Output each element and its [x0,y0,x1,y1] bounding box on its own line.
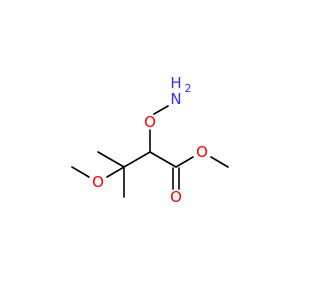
atom-nitrogen-h-count: 2 [185,82,192,95]
bond-n-o [153,105,169,115]
atom-oxygen-methoxy-label: O [92,173,104,191]
bond-o-ester-methyl [210,156,229,168]
bond-c1-o-ester [175,156,194,168]
bond-o-methoxy-methyl [71,166,90,178]
bond-c2-c1 [149,151,177,168]
bond-c3-methyl-up [97,151,125,168]
atom-nitrogen-label: N [170,90,181,108]
atom-nitrogen-h-label: H [170,74,181,92]
atom-labels: N H 2 O O O O [92,74,208,206]
molecule-diagram: N H 2 O O O O [71,74,229,206]
atom-oxygen-amino-label: O [144,113,156,131]
bond-c3-o-methoxy [106,166,125,178]
atom-oxygen-carbonyl-label: O [170,188,182,206]
bonds [71,105,229,198]
atom-oxygen-ester-label: O [196,143,208,161]
bond-c2-c3 [123,151,151,168]
